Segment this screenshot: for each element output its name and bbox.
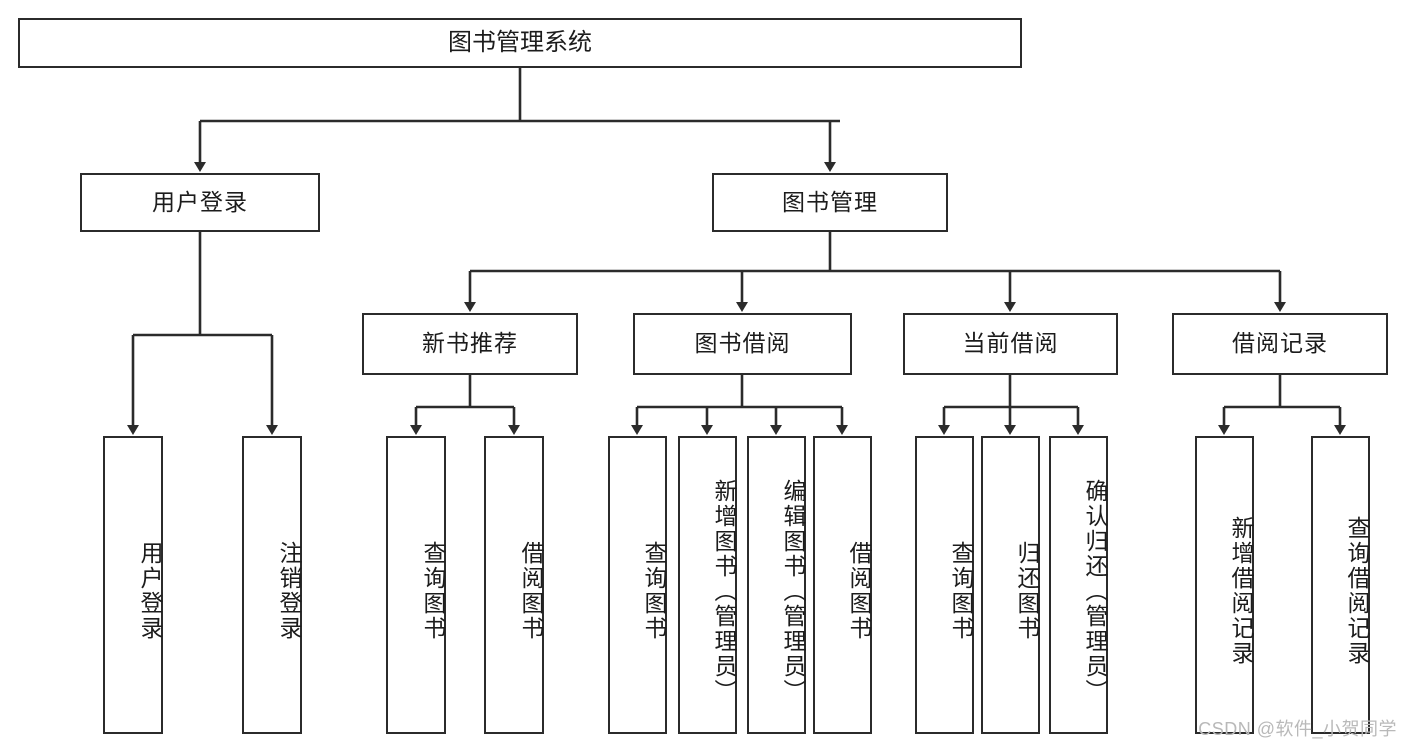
node-user-login-label: 用户登录 <box>152 188 248 215</box>
node-book-borrow-label: 图书借阅 <box>694 330 791 357</box>
leaf-label: 查询图书 <box>420 541 446 641</box>
leaf-label: 用户登录 <box>137 541 163 641</box>
leaf-book-borrow-3[interactable]: 编辑图书（管理员） <box>747 436 806 734</box>
leaf-user-login-1[interactable]: 用户登录 <box>103 436 163 734</box>
node-book-manage-label: 图书管理 <box>782 188 878 215</box>
leaf-label: 查询图书 <box>948 541 974 641</box>
leaf-current-borrow-1[interactable]: 查询图书 <box>915 436 974 734</box>
node-current-borrow-label: 当前借阅 <box>962 330 1059 357</box>
leaf-label: 借阅图书 <box>846 541 872 641</box>
node-borrow-record-label: 借阅记录 <box>1232 330 1328 357</box>
leaf-new-book-1[interactable]: 查询图书 <box>386 436 446 734</box>
leaf-current-borrow-3[interactable]: 确认归还（管理员） <box>1049 436 1108 734</box>
leaf-current-borrow-2[interactable]: 归还图书 <box>981 436 1040 734</box>
leaf-new-book-2[interactable]: 借阅图书 <box>484 436 544 734</box>
leaf-label: 确认归还（管理员） <box>1082 478 1108 704</box>
leaf-label: 新增借阅记录 <box>1228 516 1254 666</box>
leaf-label: 注销登录 <box>276 541 302 641</box>
node-book-manage[interactable]: 图书管理 <box>712 173 948 232</box>
leaf-book-borrow-4[interactable]: 借阅图书 <box>813 436 872 734</box>
node-current-borrow[interactable]: 当前借阅 <box>903 313 1118 375</box>
node-root-label: 图书管理系统 <box>448 28 592 56</box>
node-root[interactable]: 图书管理系统 <box>18 18 1022 68</box>
leaf-label: 归还图书 <box>1014 541 1040 641</box>
leaf-borrow-record-2[interactable]: 查询借阅记录 <box>1311 436 1370 734</box>
node-user-login[interactable]: 用户登录 <box>80 173 320 232</box>
watermark: CSDN @软件_小贺同学 <box>1198 719 1397 739</box>
node-book-borrow[interactable]: 图书借阅 <box>633 313 852 375</box>
node-borrow-record[interactable]: 借阅记录 <box>1172 313 1388 375</box>
leaf-label: 查询借阅记录 <box>1344 516 1370 666</box>
leaf-book-borrow-2[interactable]: 新增图书（管理员） <box>678 436 737 734</box>
leaf-user-login-2[interactable]: 注销登录 <box>242 436 302 734</box>
node-new-book-recommend[interactable]: 新书推荐 <box>362 313 578 375</box>
node-new-book-recommend-label: 新书推荐 <box>422 330 518 357</box>
leaf-label: 查询图书 <box>641 541 667 641</box>
leaf-borrow-record-1[interactable]: 新增借阅记录 <box>1195 436 1254 734</box>
leaf-label: 编辑图书（管理员） <box>780 478 806 704</box>
leaf-label: 借阅图书 <box>518 541 544 641</box>
leaf-label: 新增图书（管理员） <box>711 478 737 704</box>
leaf-book-borrow-1[interactable]: 查询图书 <box>608 436 667 734</box>
